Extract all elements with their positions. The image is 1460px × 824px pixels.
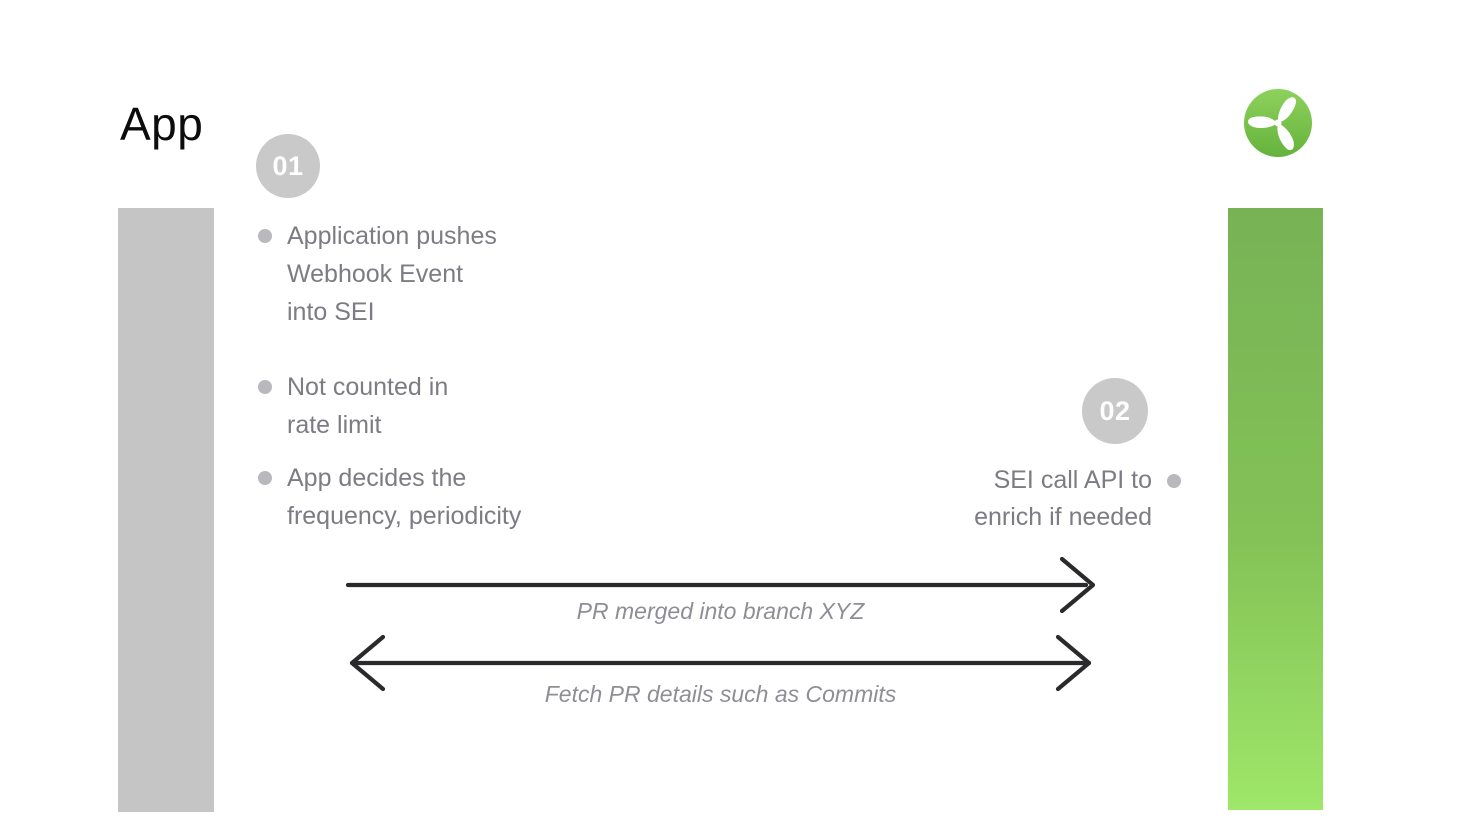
right-green-gradient-bar [1228,208,1323,810]
flow-arrow-forward [345,556,1096,614]
arrow-return-label: Fetch PR details such as Commits [544,681,897,707]
bullet-dot-icon [1167,474,1181,488]
bullet-dot-icon [258,380,272,394]
left-gray-bar [118,208,214,812]
step-01-badge: 01 [256,134,320,198]
step-02-badge: 02 [1082,378,1148,444]
arrow-forward-label: PR merged into branch XYZ [576,598,865,624]
page-title: App [120,98,204,150]
propeller-logo-icon [1243,88,1313,158]
bullet-dot-icon [258,229,272,243]
bullet-dot-icon [258,471,272,485]
sei-note: SEI call API to enrich if needed [974,466,1152,531]
bullet-item-rate-limit: Not counted in rate limit [287,373,449,439]
bullet-item-webhook: Application pushes Webhook Event into SE… [287,222,497,326]
flow-arrows [345,556,1096,692]
flow-arrow-bidirectional [349,634,1092,692]
bullet-item-frequency: App decides the frequency, periodicity [287,464,522,530]
